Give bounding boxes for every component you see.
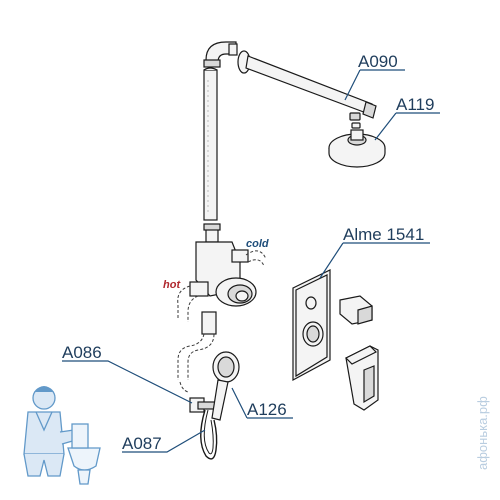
cartridge-adaptor <box>339 295 373 325</box>
riser-pipe <box>203 67 218 221</box>
label-alme-1541: Alme 1541 <box>343 225 424 244</box>
hand-shower <box>211 351 240 421</box>
wall-outlet <box>189 397 217 413</box>
hot-tag: hot <box>163 279 181 291</box>
lever-handle <box>344 345 379 411</box>
hot-inlet <box>177 285 199 322</box>
cold-tag: cold <box>246 238 269 250</box>
site-watermark: афонька.рф <box>475 396 490 470</box>
label-a119: A119 <box>396 95 434 114</box>
leader-lines <box>62 69 440 453</box>
label-a126: A126 <box>247 400 287 419</box>
shower-arm <box>237 50 377 119</box>
lower-outlet <box>177 311 217 393</box>
shower-head <box>328 129 386 168</box>
label-a086: A086 <box>62 343 102 362</box>
label-a087: A087 <box>122 434 162 453</box>
mixer-body <box>189 223 257 307</box>
connector-nut <box>349 112 361 129</box>
shower-hose <box>200 409 218 460</box>
label-a090: A090 <box>358 52 398 71</box>
top-elbow <box>203 41 238 68</box>
plumber-mascot-logo <box>23 386 101 485</box>
trim-plate <box>292 269 331 382</box>
cold-inlet <box>245 250 267 267</box>
